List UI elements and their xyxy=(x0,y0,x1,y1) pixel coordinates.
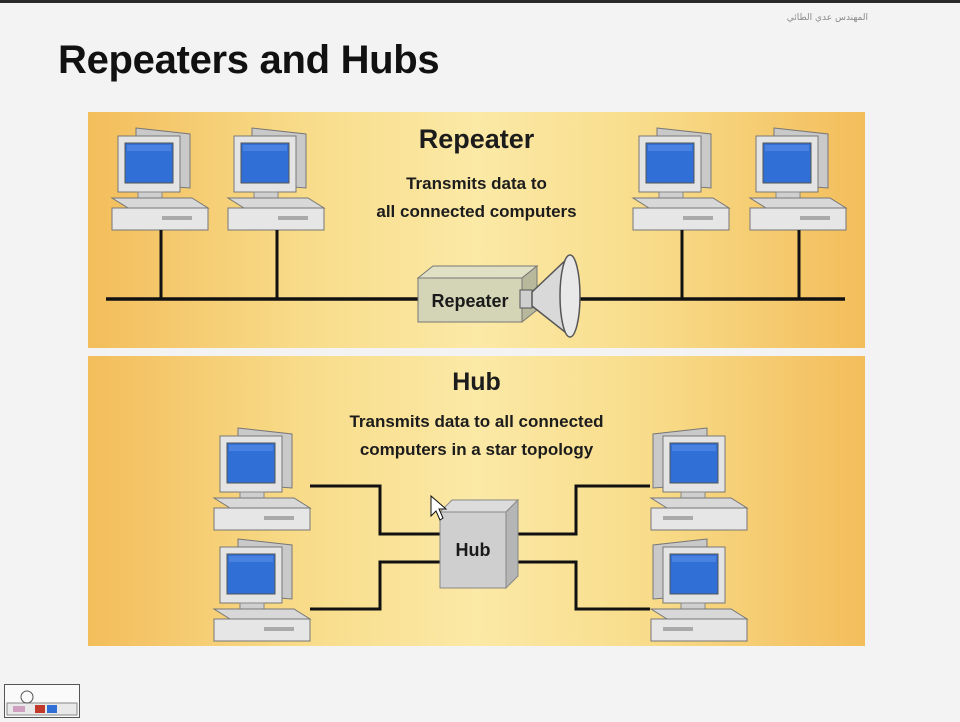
slide-title: Repeaters and Hubs xyxy=(58,38,440,82)
hub-computer-bottom-right xyxy=(650,538,748,642)
hub-network-diagram: Hub xyxy=(213,427,748,642)
hub-description-line-1: Transmits data to all connected xyxy=(349,412,604,431)
star-cables xyxy=(310,484,650,611)
drop-cables xyxy=(159,230,801,299)
hub-panel-title: Hub xyxy=(452,368,501,396)
repeater-panel: Repeater Repeater Transmits data to all … xyxy=(88,112,865,348)
watermark-text: المهندس عدي الطائي xyxy=(786,13,868,23)
hub-description-line-2: computers in a star topology xyxy=(359,440,594,459)
corner-logo xyxy=(4,684,80,718)
hub-device: Hub xyxy=(438,498,520,590)
repeater-network-diagram: Repeater xyxy=(106,127,847,338)
logo-graphic xyxy=(6,690,78,716)
repeater-description-line-2: all connected computers xyxy=(376,202,577,221)
mouse-cursor-icon xyxy=(430,494,448,521)
repeater-description-line-1: Transmits data to xyxy=(406,174,547,193)
repeater-device: Repeater xyxy=(416,264,539,324)
repeater-description: Transmits data to all connected computer… xyxy=(88,170,865,226)
hub-computer-bottom-left xyxy=(213,538,311,642)
hub-description: Transmits data to all connected computer… xyxy=(88,408,865,464)
hub-panel: Hub Hub Transmits data to all connected … xyxy=(88,356,865,646)
repeater-panel-title: Repeater xyxy=(418,124,535,154)
top-border-line xyxy=(0,0,960,3)
repeater-device-label: Repeater xyxy=(431,291,508,311)
speaker-icon xyxy=(519,254,581,338)
hub-device-label: Hub xyxy=(456,540,491,560)
